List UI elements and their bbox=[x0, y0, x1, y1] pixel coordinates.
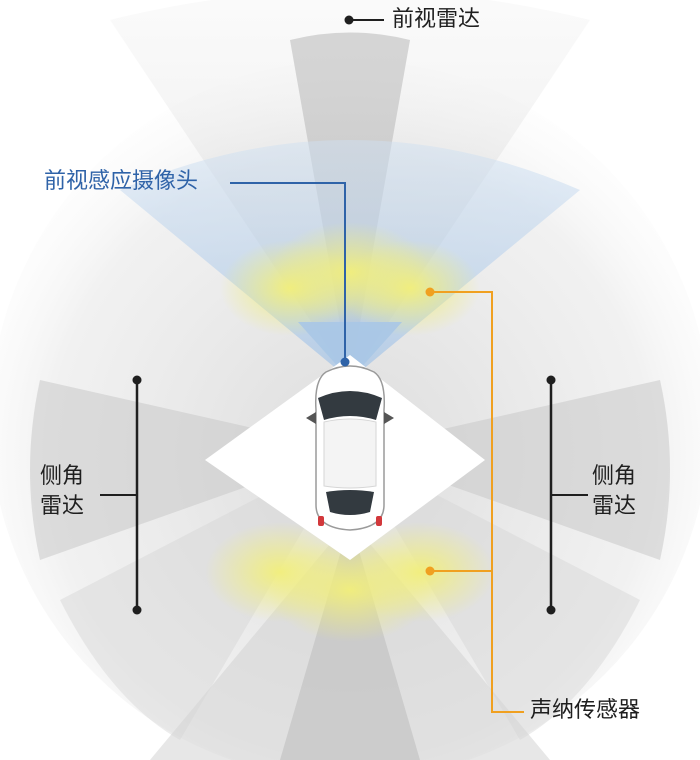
side-radar-left-label-line1: 侧角 bbox=[40, 464, 85, 489]
side-radar-zone-left-front bbox=[30, 380, 350, 560]
side-radar-zone-right-front bbox=[350, 380, 670, 560]
side-radar-right-leader bbox=[546, 375, 588, 615]
sonar-sensors-label: 声纳传感器 bbox=[530, 698, 641, 723]
front-camera-leader bbox=[230, 182, 350, 367]
front-radar-label: 前视雷达 bbox=[392, 7, 481, 32]
side-radar-left-label-line2: 雷达 bbox=[40, 493, 85, 519]
front-camera-notch bbox=[298, 322, 402, 380]
side-mirror-right bbox=[384, 412, 394, 424]
car-windshield bbox=[318, 391, 382, 420]
tail-light-right bbox=[376, 516, 382, 526]
side-mirror-left bbox=[306, 412, 316, 424]
side-radar-left-label: 侧角 雷达 bbox=[40, 462, 84, 521]
side-radar-left-leader bbox=[100, 375, 142, 615]
sonar-sensors-leader bbox=[425, 287, 524, 713]
side-radar-right-label-line2: 雷达 bbox=[592, 493, 637, 519]
car-rear-window bbox=[326, 490, 374, 515]
front-sonar-zone-right bbox=[340, 240, 480, 336]
car-top-view bbox=[306, 365, 394, 531]
tail-light-left bbox=[318, 516, 324, 526]
rear-sonar-zone-right bbox=[345, 522, 495, 622]
side-radar-right-label: 侧角 雷达 bbox=[592, 462, 636, 521]
front-radar-leader bbox=[344, 15, 384, 25]
front-camera-label: 前视感应摄像头 bbox=[44, 169, 199, 194]
side-radar-right-label-line1: 侧角 bbox=[592, 464, 637, 489]
car-roof bbox=[323, 418, 377, 489]
